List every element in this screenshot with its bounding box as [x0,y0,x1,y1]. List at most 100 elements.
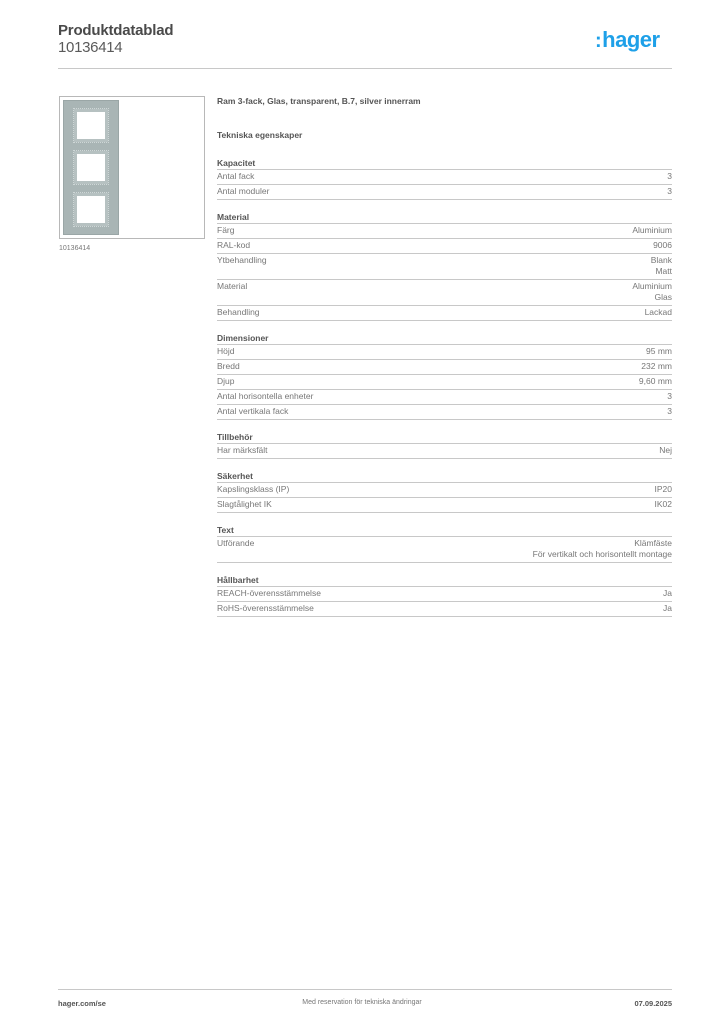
spec-label: Antal moduler [217,186,270,196]
spec-value: 9,60 mm [639,376,672,387]
product-image [59,96,205,239]
spec-value-line: Nej [659,445,672,455]
spec-row: Antal horisontella enheter 3 [217,390,672,405]
spec-label: Bredd [217,361,240,371]
spec-label: RAL-kod [217,240,251,250]
spec-value-line: 3 [667,406,672,416]
spec-value-line: Matt [655,266,672,276]
footer-divider [58,989,672,990]
spec-label: Material [217,281,248,291]
spec-label: Antal horisontella enheter [217,391,314,401]
spec-row: Bredd 232 mm [217,360,672,375]
frame-cell-3 [73,192,109,227]
spec-value-line: 3 [667,186,672,196]
spec-group-title: Material [217,211,672,224]
spec-label: Antal fack [217,171,255,181]
frame-cell-2 [73,150,109,185]
spec-row: Slagtålighet IK IK02 [217,498,672,513]
spec-value-line: 232 mm [641,361,672,371]
spec-value-line: Aluminium [632,225,672,235]
spec-group-title: Säkerhet [217,470,672,483]
spec-label: Djup [217,376,235,386]
hager-logo: :hager [595,27,660,53]
spec-value-line: För vertikalt och horisontellt montage [532,549,672,559]
spec-label: Kapslingsklass (IP) [217,484,290,494]
spec-group-title: Text [217,524,672,537]
spec-value-line: 9006 [653,240,672,250]
spec-label: Behandling [217,307,260,317]
spec-row: RoHS-överensstämmelse Ja [217,602,672,617]
spec-value: 95 mm [646,346,672,357]
spec-label: Färg [217,225,235,235]
spec-label: REACH-överensstämmelse [217,588,321,598]
spec-row: Antal fack 3 [217,170,672,185]
spec-label: RoHS-överensstämmelse [217,603,314,613]
frame-illustration [63,100,119,235]
spec-label: Slagtålighet IK [217,499,272,509]
spec-group-title: Tillbehör [217,431,672,444]
spec-row: RAL-kod 9006 [217,239,672,254]
spec-value: IP20 [655,484,673,495]
spec-value-line: Glas [654,292,672,302]
spec-value-line: 3 [667,391,672,401]
spec-value: 3 [667,391,672,402]
spec-label: Har märksfält [217,445,268,455]
spec-value-line: 9,60 mm [638,376,672,386]
spec-group-title: Hållbarhet [217,574,672,587]
spec-value-line: IK02 [654,499,673,509]
spec-value: IK02 [655,499,673,510]
spec-row: Kapslingsklass (IP) IP20 [217,483,672,498]
footer-date: 07.09.2025 [634,999,672,1008]
spec-value: 3 [667,171,672,182]
spec-value-line: Ja [663,588,672,598]
spec-value: 3 [667,406,672,417]
spec-label: Antal vertikala fack [217,406,289,416]
logo-colon: : [595,30,602,52]
footer-disclaimer: Med reservation för tekniska ändringar [302,999,422,1006]
spec-value-line: Lackad [644,307,672,317]
spec-value: Aluminium [632,225,672,236]
footer-website[interactable]: hager.com/se [58,999,106,1008]
spec-value-line: 3 [667,171,672,181]
spec-value: Ja [663,588,672,599]
spec-value-line: Ja [663,603,672,613]
spec-value: Lackad [645,307,672,318]
spec-row: Färg Aluminium [217,224,672,239]
main-content: Ram 3-fack, Glas, transparent, B.7, silv… [217,96,672,617]
spec-group-title: Kapacitet [217,157,672,170]
spec-value-line: Klämfäste [634,538,672,548]
spec-value-line: IP20 [654,484,673,494]
spec-value: 3 [667,186,672,197]
spec-label: Höjd [217,346,235,356]
spec-row: Djup 9,60 mm [217,375,672,390]
frame-cell-1 [73,108,109,143]
spec-value: 232 mm [641,361,672,372]
spec-row: Behandling Lackad [217,306,672,321]
spec-value-line: Blank [650,255,672,265]
product-name: Ram 3-fack, Glas, transparent, B.7, silv… [217,96,421,106]
spec-row: Höjd 95 mm [217,345,672,360]
spec-row: Antal moduler 3 [217,185,672,200]
spec-value-line: 95 mm [646,346,672,356]
document-title: Produktdatablad [58,22,174,39]
article-number: 10136414 [58,39,123,56]
header-divider [58,68,672,69]
spec-value: 9006 [653,240,672,251]
spec-group-title: Dimensioner [217,332,672,345]
spec-value: Ja [663,603,672,614]
image-caption: 10136414 [59,245,91,252]
